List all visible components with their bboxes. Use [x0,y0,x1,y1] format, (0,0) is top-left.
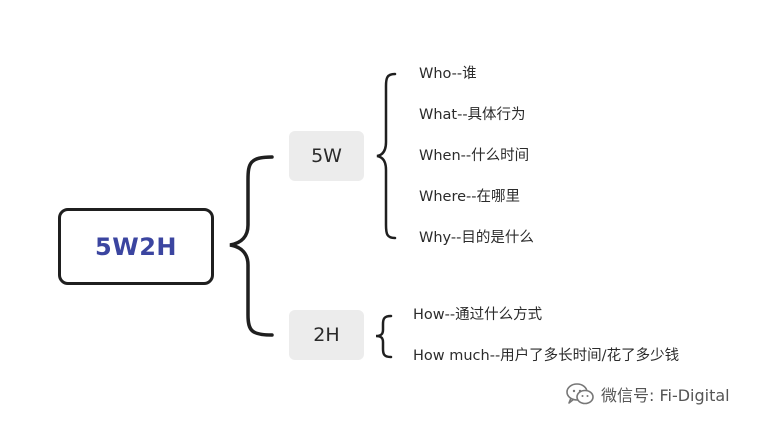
leaf-how[interactable]: How--通过什么方式 [413,307,543,323]
root-node[interactable]: 5W2H [58,208,214,285]
branch-label-2h: 2H [313,324,340,346]
leaf-how-much[interactable]: How much--用户了多长时间/花了多少钱 [413,348,680,364]
branch-node-2h[interactable]: 2H [289,310,364,360]
branch-node-5w[interactable]: 5W [289,131,364,181]
leaf-where[interactable]: Where--在哪里 [419,189,520,205]
watermark: 微信号: Fi-Digital [565,382,730,406]
leaf-when[interactable]: When--什么时间 [419,148,530,164]
5w-brace [376,72,397,240]
leaf-why[interactable]: Why--目的是什么 [419,230,534,246]
branch-label-5w: 5W [311,145,342,167]
leaf-what[interactable]: What--具体行为 [419,107,526,123]
root-brace [229,155,274,337]
wechat-icon [566,383,594,405]
watermark-text: 微信号: Fi-Digital [601,386,730,405]
leaf-who[interactable]: Who--谁 [419,66,477,82]
root-label: 5W2H [95,232,177,261]
2h-brace [375,314,393,359]
